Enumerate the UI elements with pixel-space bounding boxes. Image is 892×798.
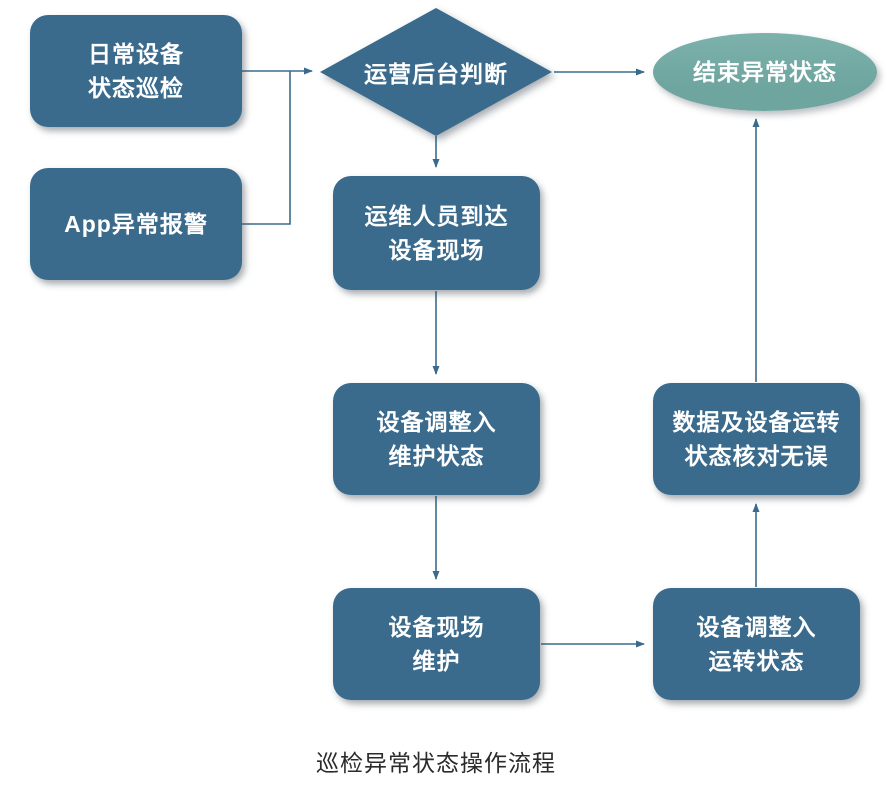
node-label: 设备现场	[388, 613, 485, 640]
node-label: 运维人员到达	[364, 202, 509, 229]
node-label: 状态巡检	[88, 75, 184, 101]
node-label: App异常报警	[64, 210, 208, 237]
node-backend-judgment: 运营后台判断	[320, 8, 552, 136]
node-end-state: 结束异常状态	[653, 33, 877, 111]
node-label: 设备调整入	[696, 613, 817, 640]
node-label: 结束异常状态	[693, 58, 837, 85]
node-operation-state: 设备调整入 运转状态	[653, 588, 860, 700]
node-app-alarm: App异常报警	[30, 168, 242, 280]
node-label: 数据及设备运转	[672, 408, 841, 435]
node-label: 状态核对无误	[684, 443, 829, 469]
node-label: 运转状态	[708, 648, 805, 674]
node-label: 设备调整入	[376, 408, 497, 435]
node-onsite-maintenance: 设备现场 维护	[333, 588, 540, 700]
diagram-title: 巡检异常状态操作流程	[316, 750, 556, 776]
node-maintenance-state: 设备调整入 维护状态	[333, 383, 540, 495]
node-arrive-site: 运维人员到达 设备现场	[333, 176, 540, 290]
edge-alarm-to-judgment	[242, 71, 291, 225]
diamond-shape: 运营后台判断	[320, 8, 552, 136]
node-daily-inspection: 日常设备 状态巡检	[30, 15, 242, 127]
node-label: 运营后台判断	[364, 61, 508, 87]
node-label: 维护	[412, 648, 461, 674]
node-label: 维护状态	[388, 443, 485, 469]
node-label: 设备现场	[388, 237, 485, 263]
node-data-verified: 数据及设备运转 状态核对无误	[653, 383, 860, 495]
node-label: 日常设备	[88, 40, 184, 67]
